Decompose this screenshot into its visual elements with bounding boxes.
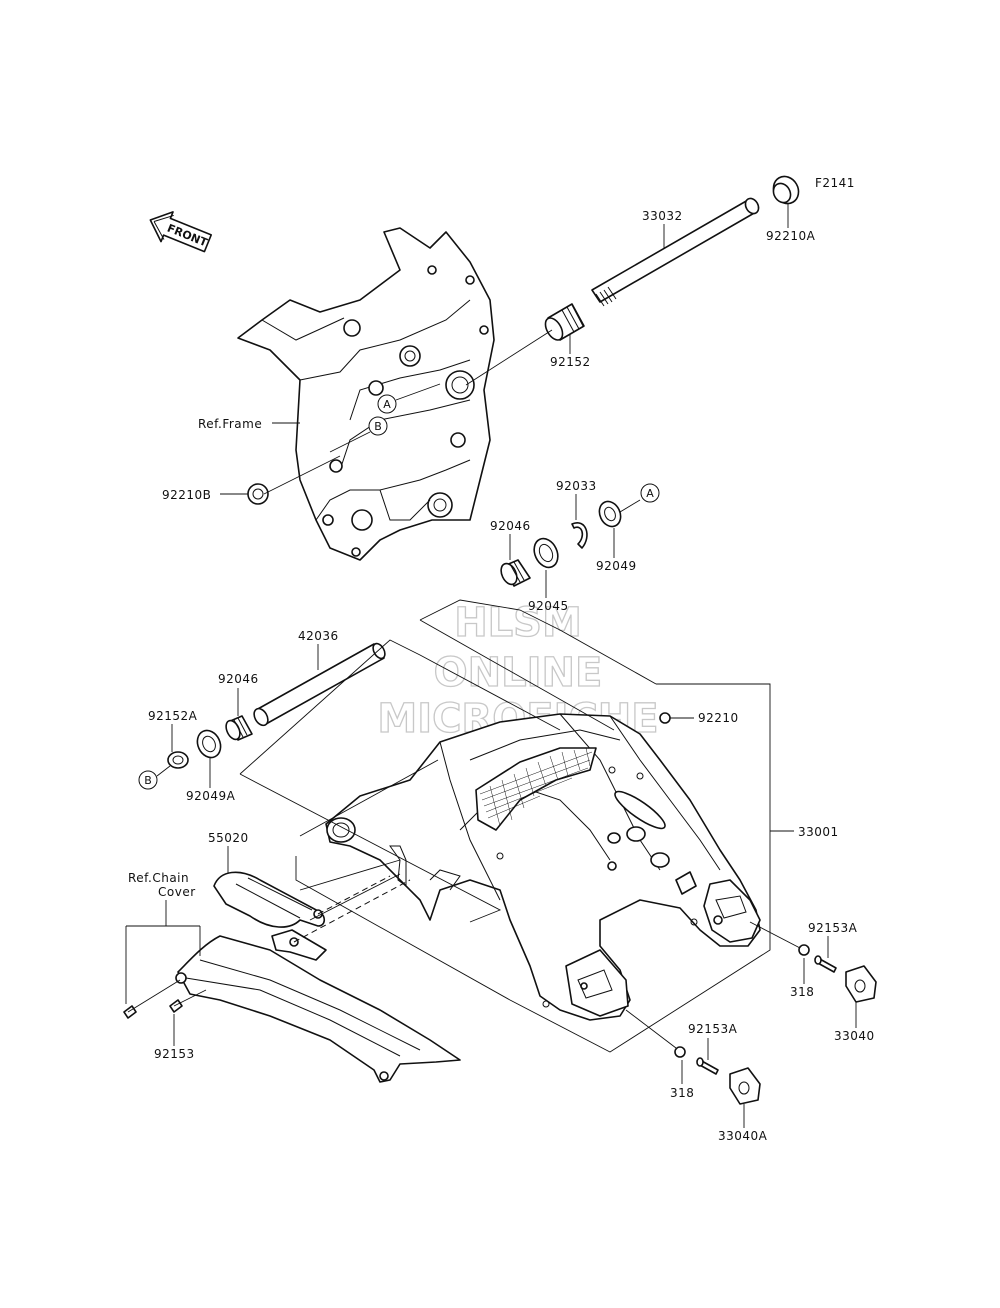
svg-text:A: A [646, 487, 654, 500]
diagram-code: F2141 [815, 176, 855, 190]
callout-a-frame: A [377, 383, 441, 414]
end-plate-33040a [729, 1067, 761, 1105]
label-ref-chain-2: Cover [158, 885, 196, 899]
label-ref-chain-1: Ref.Chain [128, 871, 189, 885]
label-ref-frame: Ref.Frame [198, 417, 262, 431]
label-33032: 33032 [642, 209, 683, 223]
needle-bearing-92046-b [225, 715, 253, 741]
label-318-bottom: 318 [670, 1086, 694, 1100]
label-92152: 92152 [550, 355, 591, 369]
label-92210b: 92210B [162, 488, 211, 502]
label-33040: 33040 [834, 1029, 875, 1043]
label-92153: 92153 [154, 1047, 195, 1061]
label-92046-a: 92046 [490, 519, 531, 533]
svg-text:B: B [374, 420, 382, 433]
end-plate-33040 [845, 965, 877, 1003]
front-arrow-icon: FRONT [149, 211, 212, 253]
callout-b-collar: B [138, 765, 171, 790]
nut-318-bottom [674, 1046, 686, 1058]
swingarm-33001 [325, 713, 761, 1021]
label-92033: 92033 [556, 479, 597, 493]
collar-92152a [167, 751, 189, 769]
pivot-shaft [591, 197, 760, 307]
label-92049a: 92049A [186, 789, 236, 803]
nut-92210 [659, 712, 671, 724]
bolt-92153a-bottom [696, 1057, 719, 1075]
assembly-lines [127, 329, 801, 1053]
nut-92210a [772, 175, 800, 205]
watermark-line-2: ONLINE [434, 650, 603, 696]
part-labels: 33032 92210A 92152 Ref.Frame 92210B 9203… [125, 204, 875, 1143]
circlip-92033 [571, 522, 588, 549]
label-92210: 92210 [698, 711, 739, 725]
label-42036: 42036 [298, 629, 339, 643]
svg-text:B: B [144, 774, 152, 787]
ball-bearing-92045 [533, 537, 559, 569]
callout-a-seal: A [640, 483, 660, 503]
frame-reference [237, 227, 495, 561]
watermark-line-1: HLSM [454, 600, 582, 646]
label-92210a: 92210A [766, 229, 816, 243]
bolt-92153 [169, 999, 183, 1013]
label-318-right: 318 [790, 985, 814, 999]
label-92153a-bottom: 92153A [688, 1022, 738, 1036]
chain-cover-reference [175, 935, 461, 1083]
svg-text:A: A [383, 398, 391, 411]
label-92152a: 92152A [148, 709, 198, 723]
seal-92049 [598, 500, 622, 528]
bolt-92153a-right [814, 955, 837, 973]
label-92153a-right: 92153A [808, 921, 858, 935]
label-33001: 33001 [798, 825, 839, 839]
label-92045: 92045 [528, 599, 569, 613]
callout-b-frame: B [329, 416, 388, 453]
label-33040a: 33040A [718, 1129, 768, 1143]
label-55020: 55020 [208, 831, 249, 845]
label-92046-b: 92046 [218, 672, 259, 686]
seal-92049a [196, 729, 222, 759]
needle-bearing-92046-a [500, 559, 531, 587]
nut-318-right [798, 944, 810, 956]
label-92049: 92049 [596, 559, 637, 573]
collar-92152 [544, 303, 585, 341]
chain-guard-55020 [213, 871, 327, 961]
sleeve-42036 [253, 642, 386, 727]
